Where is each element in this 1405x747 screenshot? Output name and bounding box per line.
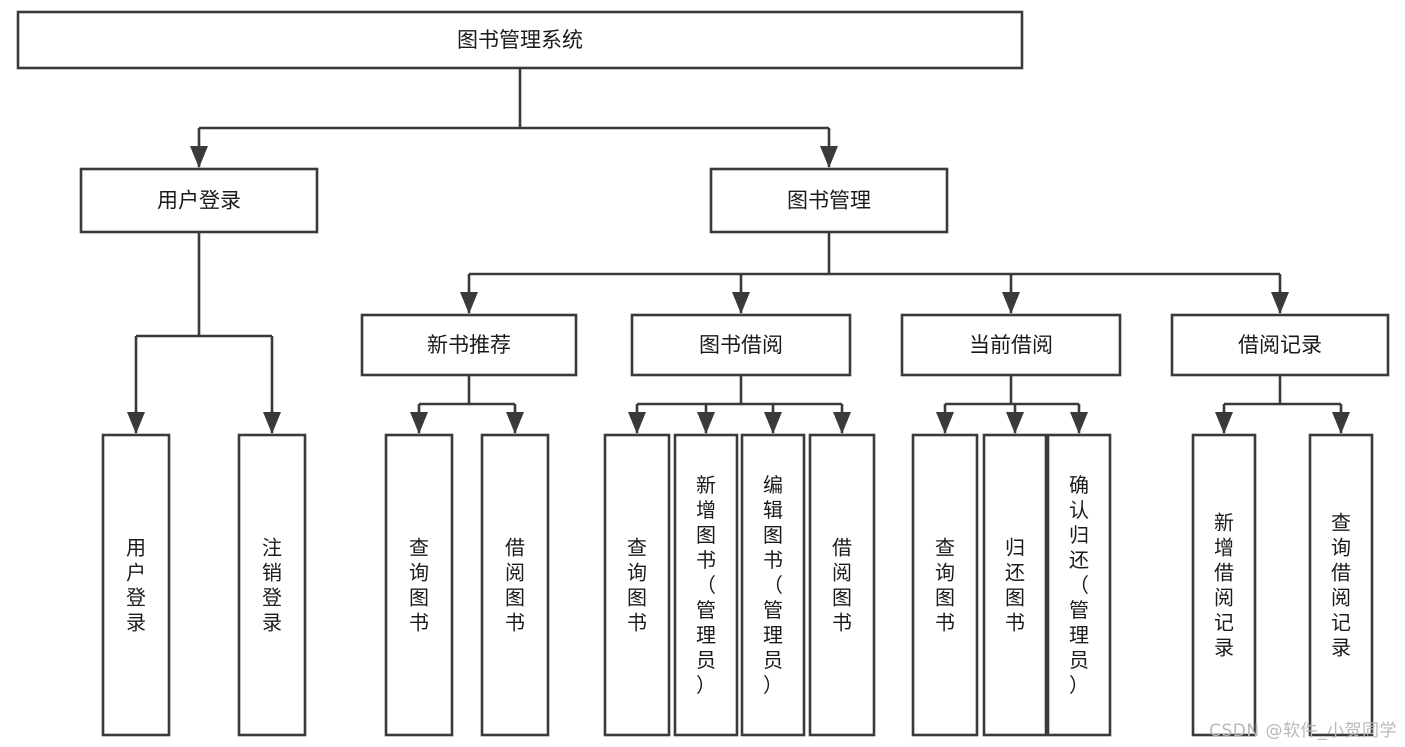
node-label: 新增借阅记录 <box>1214 511 1234 660</box>
node-leaf-return-book[interactable]: 归还图书 <box>982 433 1048 737</box>
node-label: 编辑图书（管理员） <box>763 473 783 697</box>
node-leaf-confirm-return[interactable]: 确认归还（管理员） <box>1046 433 1112 737</box>
node-leaf-add-book[interactable]: 新增图书（管理员） <box>673 433 739 737</box>
node-l3-book-borrow[interactable]: 图书借阅 <box>630 313 852 377</box>
node-l3-new-book-rec[interactable]: 新书推荐 <box>360 313 578 377</box>
node-label: 用户登录 <box>157 189 241 213</box>
arrow-head <box>190 146 208 168</box>
node-leaf-query-record[interactable]: 查询借阅记录 <box>1308 433 1374 737</box>
arrow-head <box>1002 292 1020 314</box>
node-label: 借阅记录 <box>1238 333 1322 357</box>
node-box <box>630 313 852 377</box>
node-label: 新增图书（管理员） <box>696 473 716 697</box>
node-label: 图书管理 <box>787 189 871 213</box>
node-label: 查询图书 <box>627 536 647 635</box>
node-leaf-borrow-book-1[interactable]: 借阅图书 <box>480 433 550 737</box>
node-label: 归还图书 <box>1005 536 1025 635</box>
node-box <box>360 313 578 377</box>
node-label: 图书借阅 <box>699 333 783 357</box>
node-label: 当前借阅 <box>969 333 1053 357</box>
node-box <box>16 10 1024 70</box>
node-box <box>603 433 671 737</box>
node-layer: 图书管理系统用户登录图书管理新书推荐图书借阅当前借阅借阅记录用户登录注销登录查询… <box>16 10 1390 737</box>
arrow-head <box>410 412 428 434</box>
node-label: 借阅图书 <box>505 536 525 635</box>
node-l3-borrow-record[interactable]: 借阅记录 <box>1170 313 1390 377</box>
arrow-head <box>697 412 715 434</box>
connector-layer <box>127 68 1350 434</box>
node-box <box>237 433 307 737</box>
node-label: 查询图书 <box>935 536 955 635</box>
node-box <box>740 433 806 737</box>
arrow-head <box>127 412 145 434</box>
node-box <box>911 433 979 737</box>
node-leaf-query-book-1[interactable]: 查询图书 <box>384 433 454 737</box>
arrow-head <box>1215 412 1233 434</box>
arrow-head <box>1006 412 1024 434</box>
arrow-head <box>263 412 281 434</box>
node-box <box>384 433 454 737</box>
arrow-head <box>732 292 750 314</box>
node-box <box>900 313 1122 377</box>
node-box <box>1308 433 1374 737</box>
arrow-head <box>820 146 838 168</box>
arrow-head <box>460 292 478 314</box>
node-label: 图书管理系统 <box>457 28 583 52</box>
node-box <box>982 433 1048 737</box>
arrow-head <box>506 412 524 434</box>
node-leaf-borrow-book-2[interactable]: 借阅图书 <box>808 433 876 737</box>
node-leaf-user-logout[interactable]: 注销登录 <box>237 433 307 737</box>
arrow-head <box>628 412 646 434</box>
arrow-head <box>1332 412 1350 434</box>
node-leaf-add-record[interactable]: 新增借阅记录 <box>1191 433 1257 737</box>
arrow-head <box>936 412 954 434</box>
arrow-head <box>1271 292 1289 314</box>
node-leaf-query-book-3[interactable]: 查询图书 <box>911 433 979 737</box>
node-label: 查询图书 <box>409 536 429 635</box>
node-box <box>1170 313 1390 377</box>
node-l2-book-manage[interactable]: 图书管理 <box>709 167 949 234</box>
node-leaf-edit-book[interactable]: 编辑图书（管理员） <box>740 433 806 737</box>
node-root[interactable]: 图书管理系统 <box>16 10 1024 70</box>
node-l2-user-login[interactable]: 用户登录 <box>79 167 319 234</box>
node-box <box>1046 433 1112 737</box>
node-box <box>480 433 550 737</box>
node-label: 查询借阅记录 <box>1331 511 1351 660</box>
node-leaf-user-login[interactable]: 用户登录 <box>101 433 171 737</box>
node-label: 借阅图书 <box>832 536 852 635</box>
arrow-head <box>764 412 782 434</box>
node-label: 用户登录 <box>126 536 146 635</box>
node-box <box>1191 433 1257 737</box>
node-leaf-query-book-2[interactable]: 查询图书 <box>603 433 671 737</box>
node-l3-current-borrow[interactable]: 当前借阅 <box>900 313 1122 377</box>
node-label: 确认归还（管理员） <box>1069 473 1089 697</box>
node-box <box>709 167 949 234</box>
node-box <box>79 167 319 234</box>
node-label: 新书推荐 <box>427 333 511 357</box>
arrow-head <box>833 412 851 434</box>
arrow-head <box>1070 412 1088 434</box>
node-label: 注销登录 <box>262 536 282 635</box>
node-box <box>808 433 876 737</box>
node-box <box>673 433 739 737</box>
watermark-label: CSDN @软件_小贺同学 <box>1209 721 1397 741</box>
node-box <box>101 433 171 737</box>
